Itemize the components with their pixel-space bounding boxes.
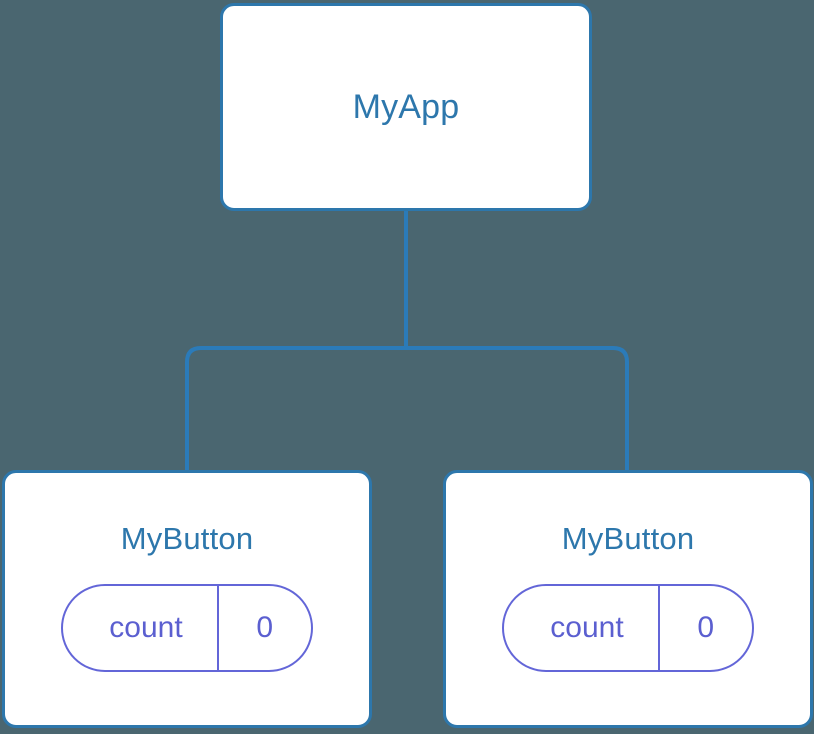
connector-branch-left <box>185 346 406 470</box>
node-title: MyButton <box>561 521 695 556</box>
state-value: 0 <box>657 586 752 670</box>
state-value: 0 <box>216 586 311 670</box>
state-pill[interactable]: count 0 <box>502 584 754 672</box>
node-mybutton-0[interactable]: MyButton count 0 <box>2 470 372 728</box>
node-mybutton-1[interactable]: MyButton count 0 <box>443 470 813 728</box>
state-pill[interactable]: count 0 <box>61 584 313 672</box>
node-title: MyButton <box>120 521 254 556</box>
state-key: count <box>109 611 183 644</box>
connector-branch-right <box>406 346 629 470</box>
node-myapp[interactable]: MyApp <box>220 3 592 211</box>
node-title: MyApp <box>352 88 460 126</box>
state-key: count <box>550 611 624 644</box>
